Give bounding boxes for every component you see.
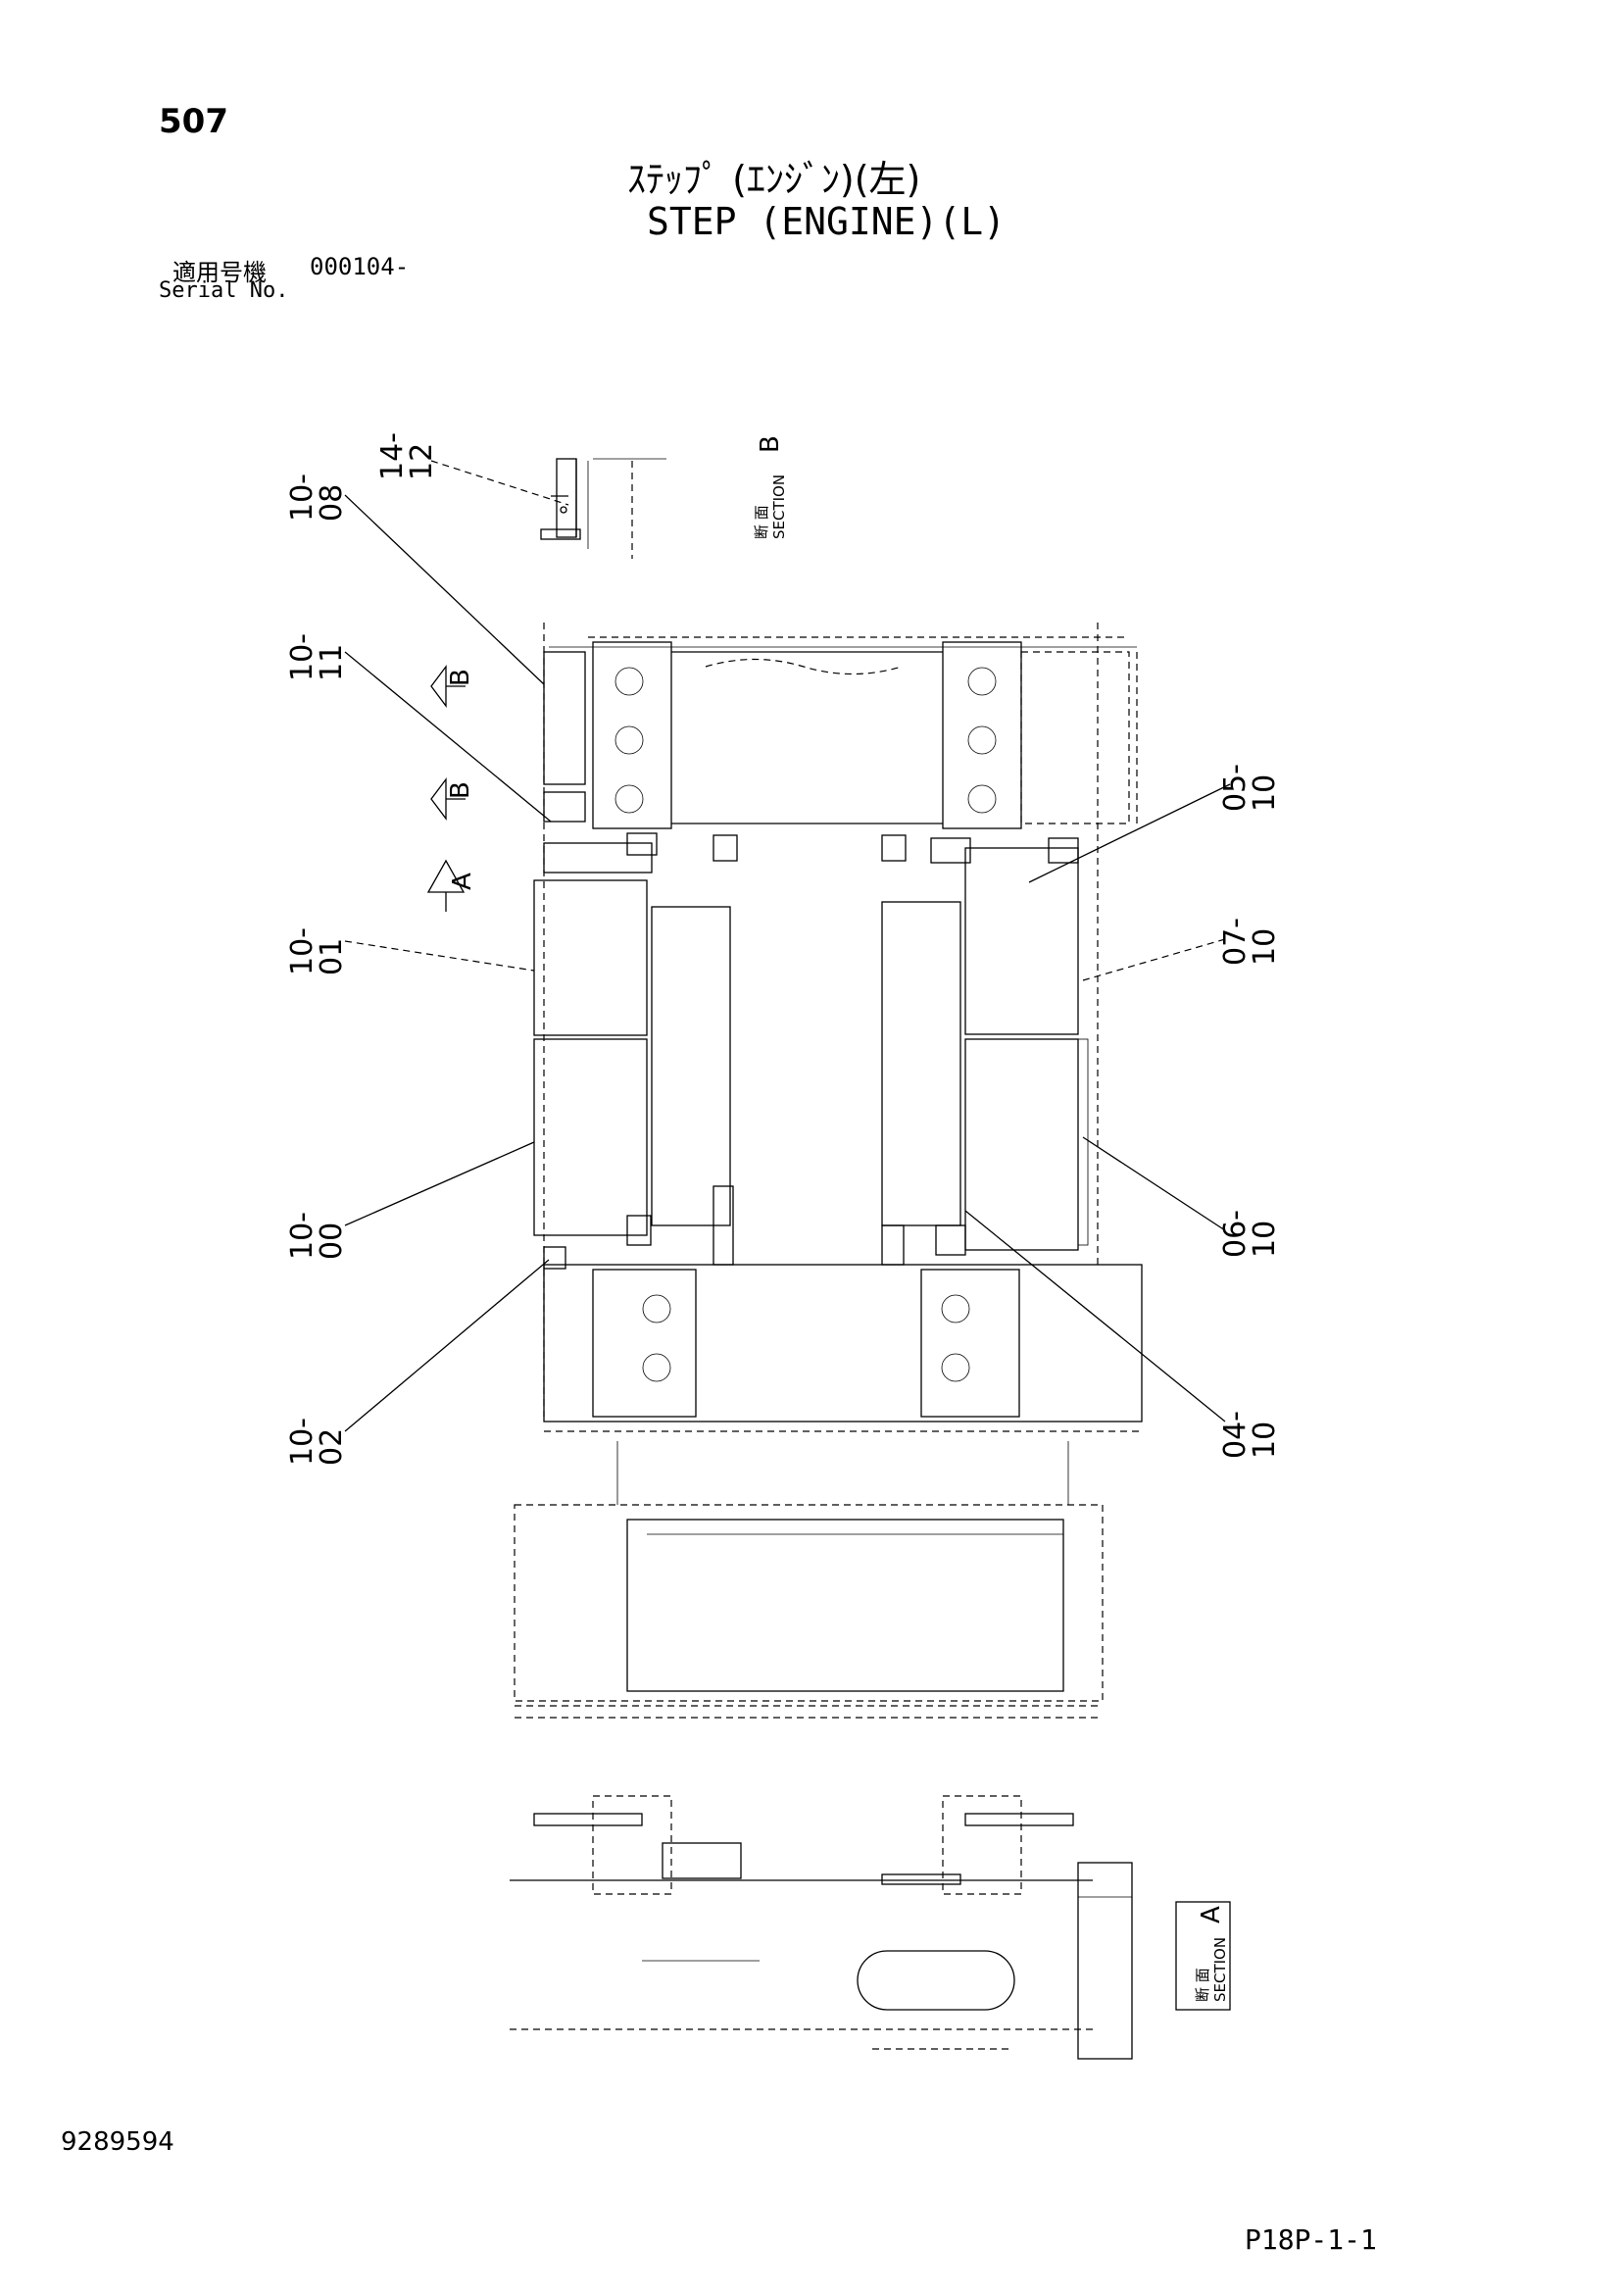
svg-text:10-: 10- [285, 927, 319, 975]
svg-text:05-: 05- [1218, 764, 1253, 812]
callout-07-10: 07-10 [1218, 918, 1282, 966]
view-marker-b-upper-letter: B [446, 669, 475, 686]
callout-10-11: 10-11 [285, 633, 349, 681]
view-marker-b-lower: B [430, 777, 475, 821]
svg-text:04-: 04- [1218, 1411, 1253, 1459]
section-b-label: 断 面 SECTION B [753, 435, 788, 539]
svg-text:00: 00 [315, 1223, 349, 1260]
callout-04-10: 04-10 [1218, 1411, 1282, 1459]
step-gratings-right [881, 834, 1089, 1266]
svg-text:02: 02 [315, 1428, 349, 1466]
callout-06-10: 06-10 [1218, 1210, 1282, 1258]
view-marker-b-upper: B [430, 665, 475, 708]
title-english: STEP (ENGINE)(L) [647, 200, 1007, 243]
view-marker-a: A [426, 859, 477, 912]
page-number: 507 [159, 102, 228, 141]
svg-text:10: 10 [1248, 1422, 1282, 1459]
callout-10-02: 10-02 [285, 1418, 349, 1466]
svg-text:10: 10 [1248, 774, 1282, 812]
svg-text:10-: 10- [285, 633, 319, 681]
serial-label-japanese: 適用号機 [172, 259, 267, 286]
svg-text:10: 10 [1248, 928, 1282, 966]
svg-text:14-: 14- [375, 432, 410, 480]
serial-value: 000104- [310, 253, 410, 280]
section-a-detail [510, 1795, 1133, 2060]
callout-10-08: 10-08 [285, 474, 349, 522]
section-b-jp: 断 面 [753, 505, 770, 539]
document-number: 9289594 [61, 2127, 174, 2157]
svg-text:10-: 10- [285, 474, 319, 522]
page-code: P18P-1-1 [1245, 2223, 1377, 2256]
callout-05-10: 05-10 [1218, 764, 1282, 812]
svg-text:07-: 07- [1218, 918, 1253, 966]
callout-10-00: 10-00 [285, 1212, 349, 1260]
callout-14-12: 14-12 [375, 432, 439, 480]
svg-text:11: 11 [315, 644, 349, 681]
section-a-en: SECTION [1211, 1937, 1229, 2002]
svg-text:08: 08 [315, 484, 349, 522]
callout-10-01: 10-01 [285, 927, 349, 975]
svg-text:06-: 06- [1218, 1210, 1253, 1258]
svg-text:10-: 10- [285, 1418, 319, 1466]
section-b-en: SECTION [770, 474, 788, 539]
view-marker-b-lower-letter: B [446, 781, 475, 799]
section-a-letter: A [1197, 1906, 1226, 1923]
svg-text:12: 12 [405, 443, 439, 480]
machine-frame [514, 623, 1143, 1719]
view-marker-a-letter: A [448, 873, 477, 890]
leader-lines [344, 460, 1231, 1432]
section-b-detail [540, 458, 666, 559]
section-a-label: 断 面 SECTION A [1194, 1906, 1229, 2002]
serial-label-english: Serial No. [159, 278, 289, 303]
section-a-frame [1175, 1901, 1231, 2011]
section-a-jp: 断 面 [1194, 1968, 1211, 2002]
step-gratings-left [533, 651, 738, 1270]
svg-text:10: 10 [1248, 1221, 1282, 1258]
svg-text:01: 01 [315, 938, 349, 975]
title-japanese: ｽﾃｯﾌﾟ (ｴﾝｼﾞﾝ)(左) [627, 158, 921, 201]
svg-text:10-: 10- [285, 1212, 319, 1260]
section-b-letter: B [756, 435, 785, 453]
